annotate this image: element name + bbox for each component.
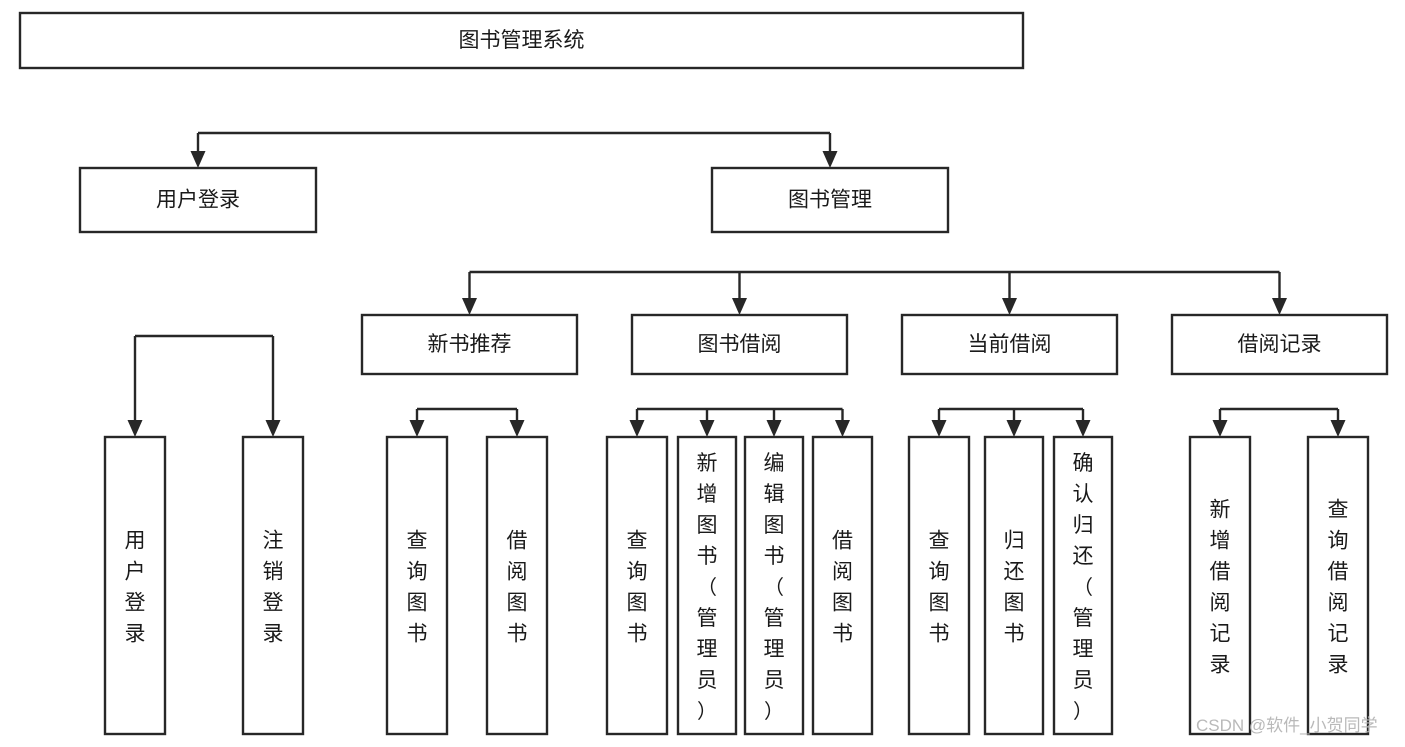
node-label-图书借阅: 图书借阅	[698, 333, 782, 356]
edge-books-to-level3-arrowhead-0	[462, 298, 477, 315]
node-box-图书借阅[interactable]	[630, 313, 849, 376]
edge-login-to-leaves-arrowhead-0	[127, 420, 143, 437]
node-box-用户登录[interactable]	[103, 435, 167, 736]
connector-layer	[127, 131, 1346, 437]
node-label-借阅记录: 借阅记录	[1238, 333, 1322, 356]
node-图书借阅[interactable]: 图书借阅	[630, 313, 849, 376]
node-label-查询图书: 查询图书	[627, 530, 648, 646]
edge-books-to-level3-arrowhead-3	[1272, 298, 1287, 315]
edge-root-to-level2-arrowhead-1	[822, 151, 838, 168]
node-用户登录[interactable]: 用户登录	[78, 166, 318, 234]
edge-login-to-leaves-arrowhead-1	[265, 420, 281, 437]
node-label-用户登录: 用户登录	[125, 530, 146, 646]
node-用户登录[interactable]: 用户登录	[103, 435, 167, 736]
node-label-查询借阅记录: 查询借阅记录	[1328, 499, 1349, 677]
node-label-新增图书管理员: 新增图书（管理员）	[697, 452, 718, 723]
node-box-注销登录[interactable]	[241, 435, 305, 736]
edge-新书推荐-to-leaves-arrowhead-0	[409, 420, 425, 437]
node-box-确认归还管理员[interactable]	[1052, 435, 1114, 736]
edge-books-to-level3-arrowhead-2	[1002, 298, 1017, 315]
node-确认归还管理员[interactable]: 确认归还（管理员）	[1052, 435, 1114, 736]
node-label-查询图书: 查询图书	[929, 530, 950, 646]
node-新书推荐[interactable]: 新书推荐	[360, 313, 579, 376]
node-box-图书管理[interactable]	[710, 166, 950, 234]
node-box-归还图书[interactable]	[983, 435, 1045, 736]
node-借阅图书[interactable]: 借阅图书	[485, 435, 549, 736]
node-box-查询借阅记录[interactable]	[1306, 435, 1370, 736]
node-label-当前借阅: 当前借阅	[968, 333, 1052, 356]
edge-图书借阅-to-leaves-arrowhead-1	[699, 420, 715, 437]
node-box-编辑图书管理员[interactable]	[743, 435, 805, 736]
node-layer: 图书管理系统用户登录图书管理新书推荐图书借阅当前借阅借阅记录用户登录注销登录查询…	[18, 11, 1389, 736]
node-查询借阅记录[interactable]: 查询借阅记录	[1306, 435, 1370, 736]
node-label-编辑图书管理员: 编辑图书（管理员）	[764, 452, 785, 723]
node-图书管理[interactable]: 图书管理	[710, 166, 950, 234]
node-借阅记录[interactable]: 借阅记录	[1170, 313, 1389, 376]
edge-新书推荐-to-leaves-arrowhead-1	[509, 420, 525, 437]
node-box-新增图书管理员[interactable]	[676, 435, 738, 736]
node-当前借阅[interactable]: 当前借阅	[900, 313, 1119, 376]
node-label-确认归还管理员: 确认归还（管理员）	[1073, 452, 1094, 723]
node-box-借阅图书[interactable]	[485, 435, 549, 736]
node-查询图书[interactable]: 查询图书	[385, 435, 449, 736]
edge-图书借阅-to-leaves-arrowhead-0	[629, 420, 645, 437]
node-借阅图书[interactable]: 借阅图书	[811, 435, 874, 736]
csdn-watermark: CSDN @软件_小贺同学	[1196, 716, 1378, 735]
node-新增借阅记录[interactable]: 新增借阅记录	[1188, 435, 1252, 736]
node-box-新增借阅记录[interactable]	[1188, 435, 1252, 736]
node-box-查询图书[interactable]	[605, 435, 669, 736]
edge-当前借阅-to-leaves-arrowhead-0	[931, 420, 947, 437]
edge-当前借阅-to-leaves-arrowhead-1	[1006, 420, 1022, 437]
edge-图书借阅-to-leaves-arrowhead-2	[766, 420, 782, 437]
node-label-图书管理: 图书管理	[788, 189, 872, 212]
node-编辑图书管理员[interactable]: 编辑图书（管理员）	[743, 435, 805, 736]
node-label-借阅图书: 借阅图书	[507, 530, 528, 646]
node-box-查询图书[interactable]	[907, 435, 971, 736]
node-label-查询图书: 查询图书	[407, 530, 428, 646]
node-box-用户登录[interactable]	[78, 166, 318, 234]
edge-当前借阅-to-leaves-arrowhead-2	[1075, 420, 1091, 437]
node-box-查询图书[interactable]	[385, 435, 449, 736]
node-归还图书[interactable]: 归还图书	[983, 435, 1045, 736]
node-label-用户登录: 用户登录	[156, 189, 240, 212]
node-box-图书管理系统[interactable]	[18, 11, 1025, 70]
edge-root-to-level2-arrowhead-0	[190, 151, 206, 168]
edge-借阅记录-to-leaves-arrowhead-1	[1330, 420, 1346, 437]
node-查询图书[interactable]: 查询图书	[907, 435, 971, 736]
node-图书管理系统[interactable]: 图书管理系统	[18, 11, 1025, 70]
node-查询图书[interactable]: 查询图书	[605, 435, 669, 736]
node-label-注销登录: 注销登录	[263, 530, 284, 646]
node-新增图书管理员[interactable]: 新增图书（管理员）	[676, 435, 738, 736]
node-box-新书推荐[interactable]	[360, 313, 579, 376]
edge-借阅记录-to-leaves-arrowhead-0	[1212, 420, 1228, 437]
node-box-借阅图书[interactable]	[811, 435, 874, 736]
node-label-新增借阅记录: 新增借阅记录	[1210, 499, 1231, 677]
node-label-借阅图书: 借阅图书	[832, 530, 853, 646]
node-label-归还图书: 归还图书	[1004, 530, 1025, 646]
edge-books-to-level3-arrowhead-1	[732, 298, 747, 315]
node-label-新书推荐: 新书推荐	[428, 333, 512, 356]
node-box-当前借阅[interactable]	[900, 313, 1119, 376]
node-box-借阅记录[interactable]	[1170, 313, 1389, 376]
node-label-图书管理系统: 图书管理系统	[459, 29, 585, 52]
edge-图书借阅-to-leaves-arrowhead-3	[835, 420, 850, 437]
node-注销登录[interactable]: 注销登录	[241, 435, 305, 736]
